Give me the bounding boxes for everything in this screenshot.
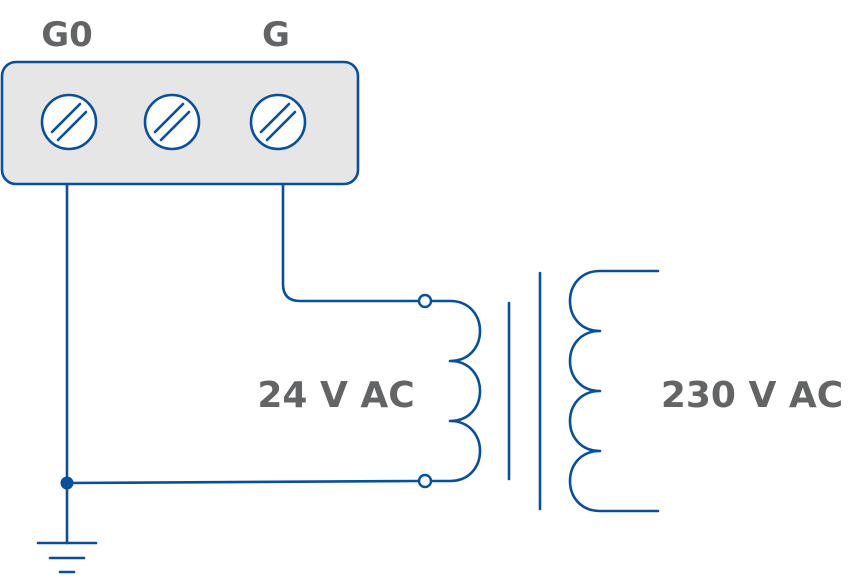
transformer-coil-icon	[429, 299, 482, 483]
transformer-coil-icon	[568, 269, 660, 513]
secondary-terminal-bottom	[417, 473, 433, 489]
wire-common	[65, 479, 422, 485]
screw-terminal-icon	[143, 93, 201, 151]
ground-symbol-icon	[36, 481, 98, 574]
secondary-coil	[429, 299, 482, 483]
wire-g	[281, 182, 422, 303]
primary-voltage-label: 230 V AC	[661, 375, 843, 416]
screw-terminal-icon	[40, 93, 98, 151]
secondary-terminal-top	[417, 293, 433, 309]
primary-coil	[568, 269, 660, 513]
secondary-voltage-label: 24 V AC	[257, 375, 414, 416]
screw-terminal-icon	[249, 93, 307, 151]
terminal-label-g: G	[262, 15, 290, 55]
terminal-label-g0: G0	[41, 15, 93, 55]
